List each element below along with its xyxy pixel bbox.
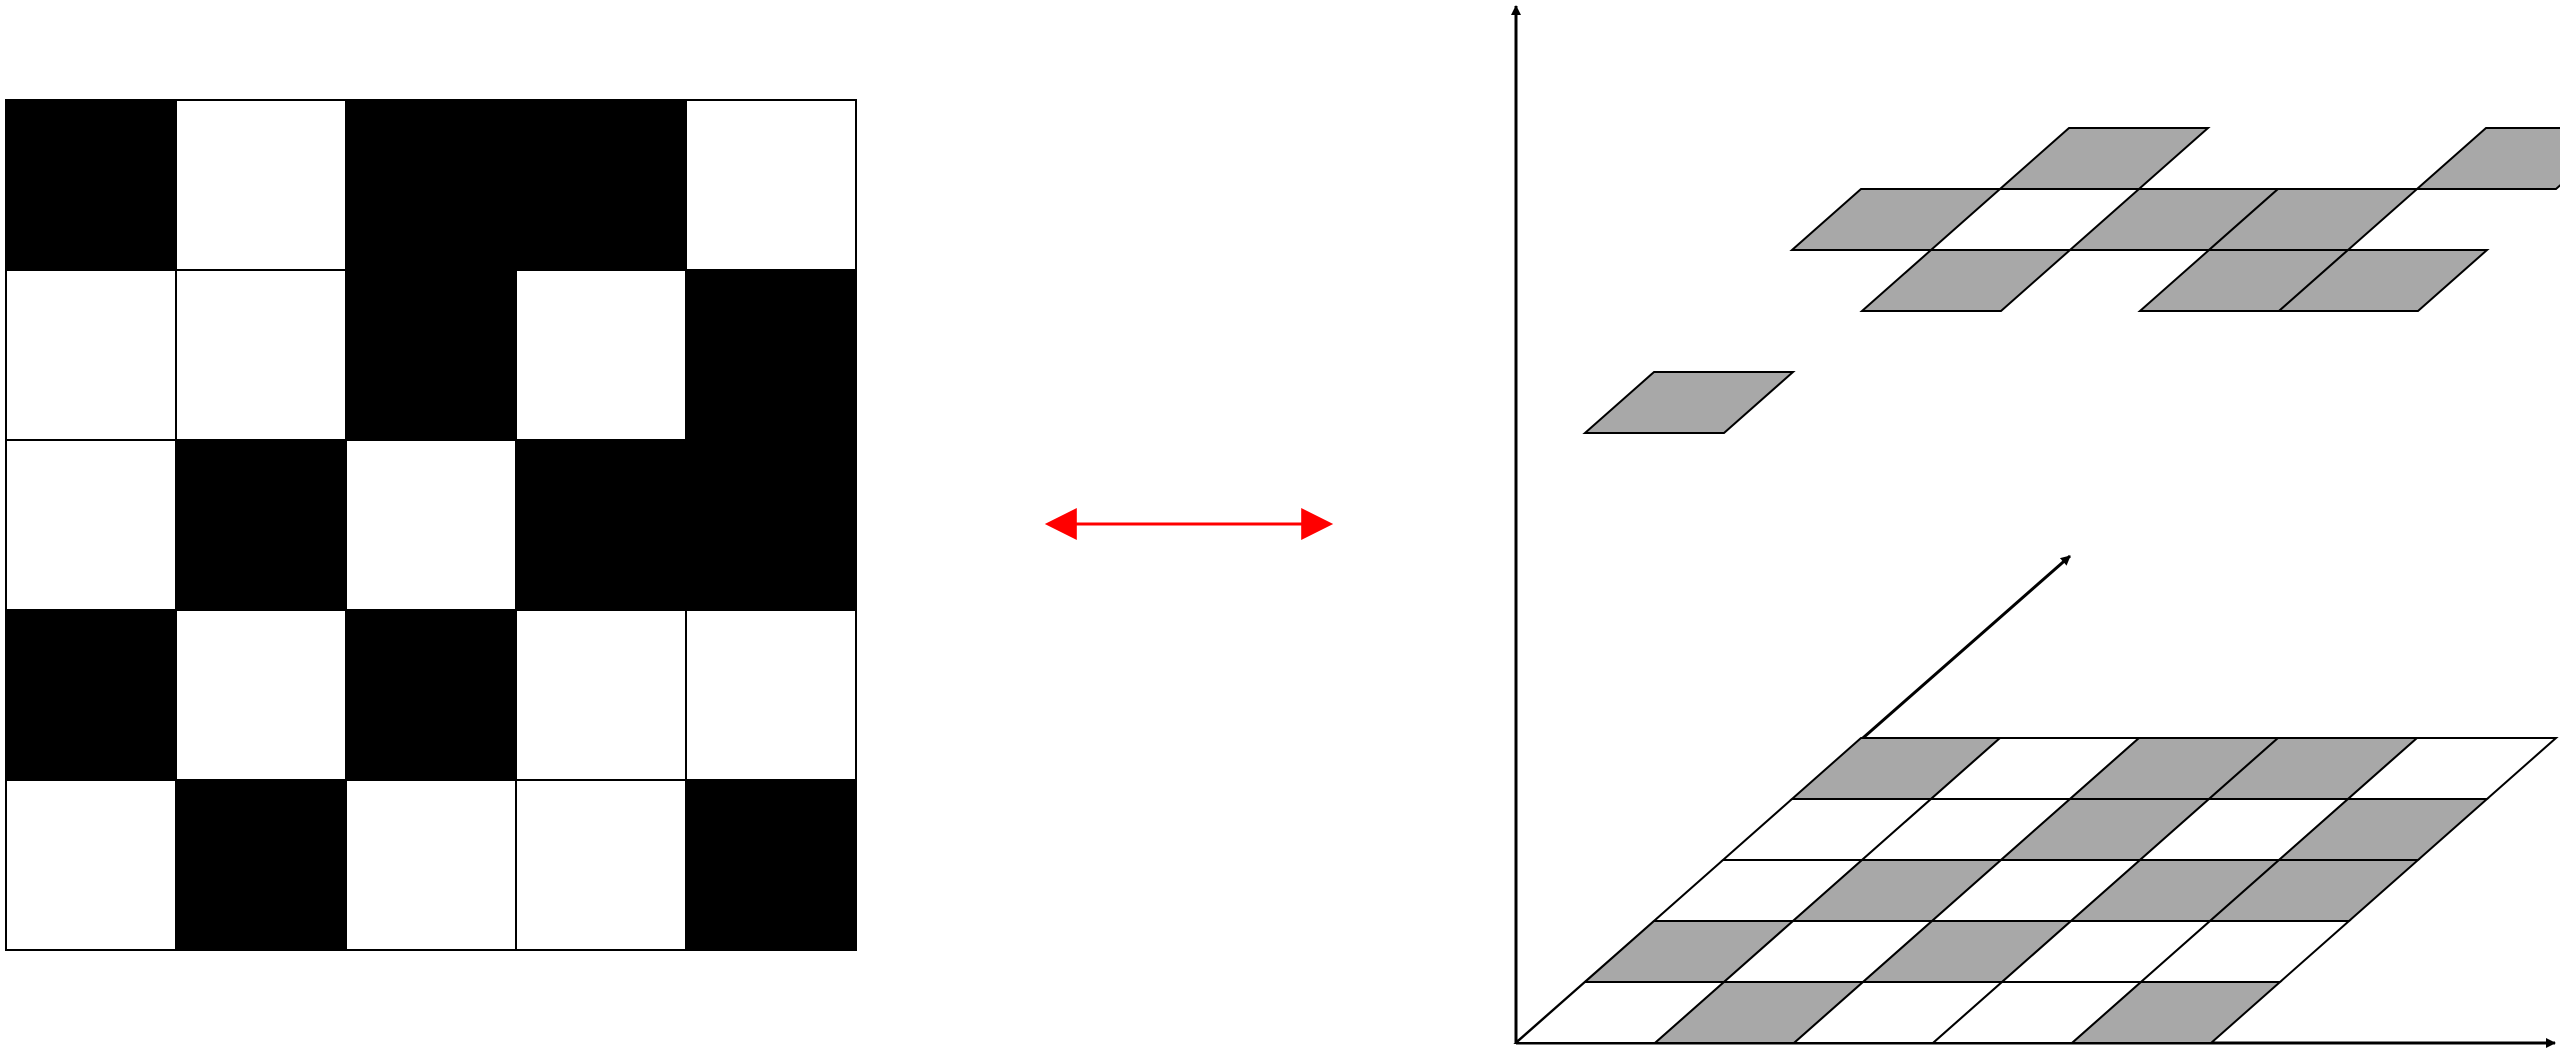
- lower-plane: [1513, 737, 2559, 1044]
- grid-cell-empty: [515, 779, 687, 951]
- plane-tile-shaded: [1582, 371, 1796, 434]
- grid-cell-empty: [175, 269, 347, 441]
- grid-cell-empty: [345, 779, 517, 951]
- grid-cell-filled: [515, 439, 687, 611]
- grid-cell-empty: [685, 99, 857, 271]
- grid-cell-empty: [515, 269, 687, 441]
- binary-grid: [5, 99, 857, 951]
- grid-cell-filled: [175, 439, 347, 611]
- grid-cell-empty: [5, 779, 177, 951]
- grid-cell-filled: [685, 269, 857, 441]
- grid-cell-empty: [5, 439, 177, 611]
- grid-cell-empty: [5, 269, 177, 441]
- grid-cell-empty: [175, 99, 347, 271]
- grid-cell-filled: [345, 99, 517, 271]
- plane-tile-shaded: [1997, 127, 2211, 190]
- plane-tile-shaded: [1859, 249, 2073, 312]
- grid-cell-filled: [345, 609, 517, 781]
- plane-tile-shaded: [1789, 188, 2003, 251]
- grid-cell-filled: [685, 779, 857, 951]
- plane-tile-shaded: [2276, 249, 2490, 312]
- grid-cell-filled: [5, 609, 177, 781]
- grid-cell-filled: [515, 99, 687, 271]
- grid-cell-empty: [685, 609, 857, 781]
- grid-cell-filled: [175, 779, 347, 951]
- grid-cell-filled: [5, 99, 177, 271]
- upper-plane: [1582, 127, 2560, 434]
- grid-cell-empty: [515, 609, 687, 781]
- grid-cell-empty: [175, 609, 347, 781]
- grid-cell-filled: [345, 269, 517, 441]
- plane-tile-shaded: [2414, 127, 2560, 190]
- grid-cell-filled: [685, 439, 857, 611]
- grid-cell-empty: [345, 439, 517, 611]
- plane-tile-empty: [2345, 737, 2559, 800]
